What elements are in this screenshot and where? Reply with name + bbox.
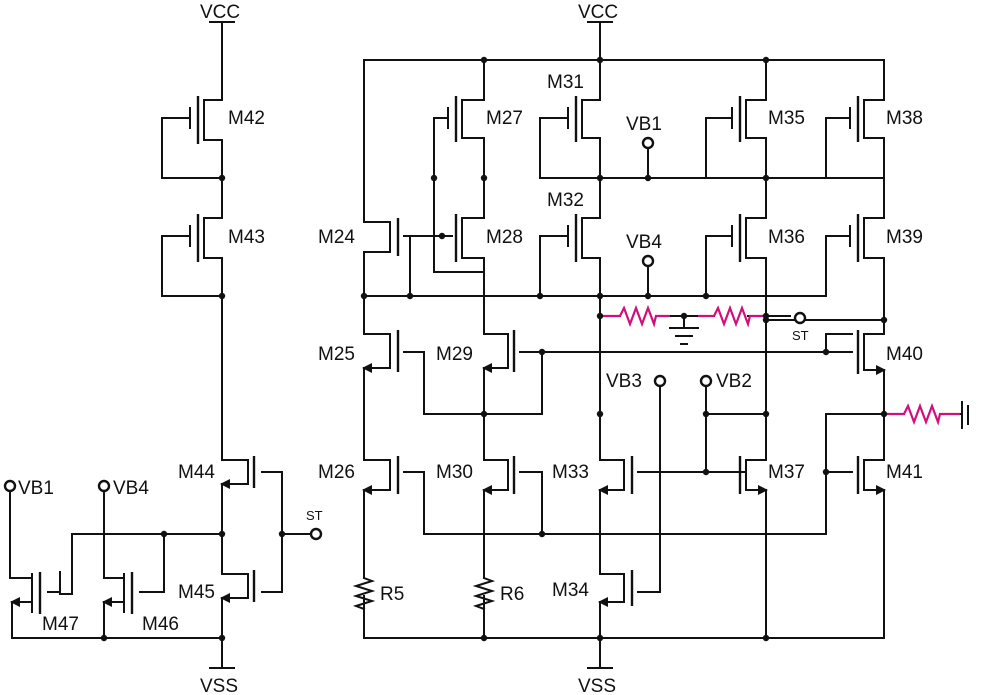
label-m46: M46 [142, 614, 179, 635]
main-arrows [362, 363, 886, 607]
label-st-left: ST [306, 508, 323, 523]
label-m24: M24 [318, 227, 355, 248]
label-st-main: ST [792, 328, 809, 343]
pins [3, 136, 807, 541]
label-m42: M42 [228, 108, 265, 129]
pink-resistors [600, 304, 960, 426]
labels: VCC VCC VSS VSS M42 M43 M44 M45 M47 M46 … [18, 2, 923, 695]
pin-vb4-left [97, 479, 111, 493]
label-m32: M32 [547, 190, 584, 211]
label-m28: M28 [486, 227, 523, 248]
pin-vb3 [653, 374, 667, 388]
label-m39: M39 [886, 227, 923, 248]
label-m43: M43 [228, 227, 265, 248]
label-vss-main: VSS [578, 676, 616, 695]
label-m26: M26 [318, 462, 355, 483]
pin-st-main [793, 311, 807, 325]
label-m37: M37 [768, 462, 805, 483]
label-m44: M44 [178, 462, 215, 483]
label-m29: M29 [436, 344, 473, 365]
label-vcc-left: VCC [200, 2, 240, 23]
main-junctions [360, 56, 888, 642]
label-m34: M34 [552, 580, 589, 601]
label-vss-left: VSS [200, 676, 238, 695]
label-m27: M27 [486, 108, 523, 129]
label-m38: M38 [886, 108, 923, 129]
main-amplifier-wiring [352, 21, 969, 669]
label-m25: M25 [318, 344, 355, 365]
label-m47: M47 [42, 614, 79, 635]
label-m36: M36 [768, 227, 805, 248]
label-vb2: VB2 [716, 371, 752, 392]
pin-st-left [309, 527, 323, 541]
label-m33: M33 [552, 462, 589, 483]
label-m30: M30 [436, 462, 473, 483]
label-vb1-left: VB1 [18, 478, 54, 499]
label-vb3: VB3 [606, 371, 642, 392]
label-m41: M41 [886, 462, 923, 483]
label-vb4-left: VB4 [113, 478, 149, 499]
label-m31: M31 [547, 72, 584, 93]
pin-vb4-main [641, 254, 655, 268]
label-m35: M35 [768, 108, 805, 129]
label-vb1-main: VB1 [626, 114, 662, 135]
label-m40: M40 [886, 344, 923, 365]
left-branch-junctions [100, 174, 286, 642]
label-m45: M45 [178, 582, 215, 603]
left-branch-arrows [10, 479, 230, 607]
pin-vb1-main [641, 136, 655, 150]
left-branch-wiring [9, 21, 311, 669]
label-r6: R6 [500, 584, 524, 605]
pin-vb1-left [3, 479, 17, 493]
label-r5: R5 [380, 584, 404, 605]
label-vcc-main: VCC [578, 2, 618, 23]
label-vb4-main: VB4 [626, 232, 662, 253]
pin-vb2 [699, 374, 713, 388]
